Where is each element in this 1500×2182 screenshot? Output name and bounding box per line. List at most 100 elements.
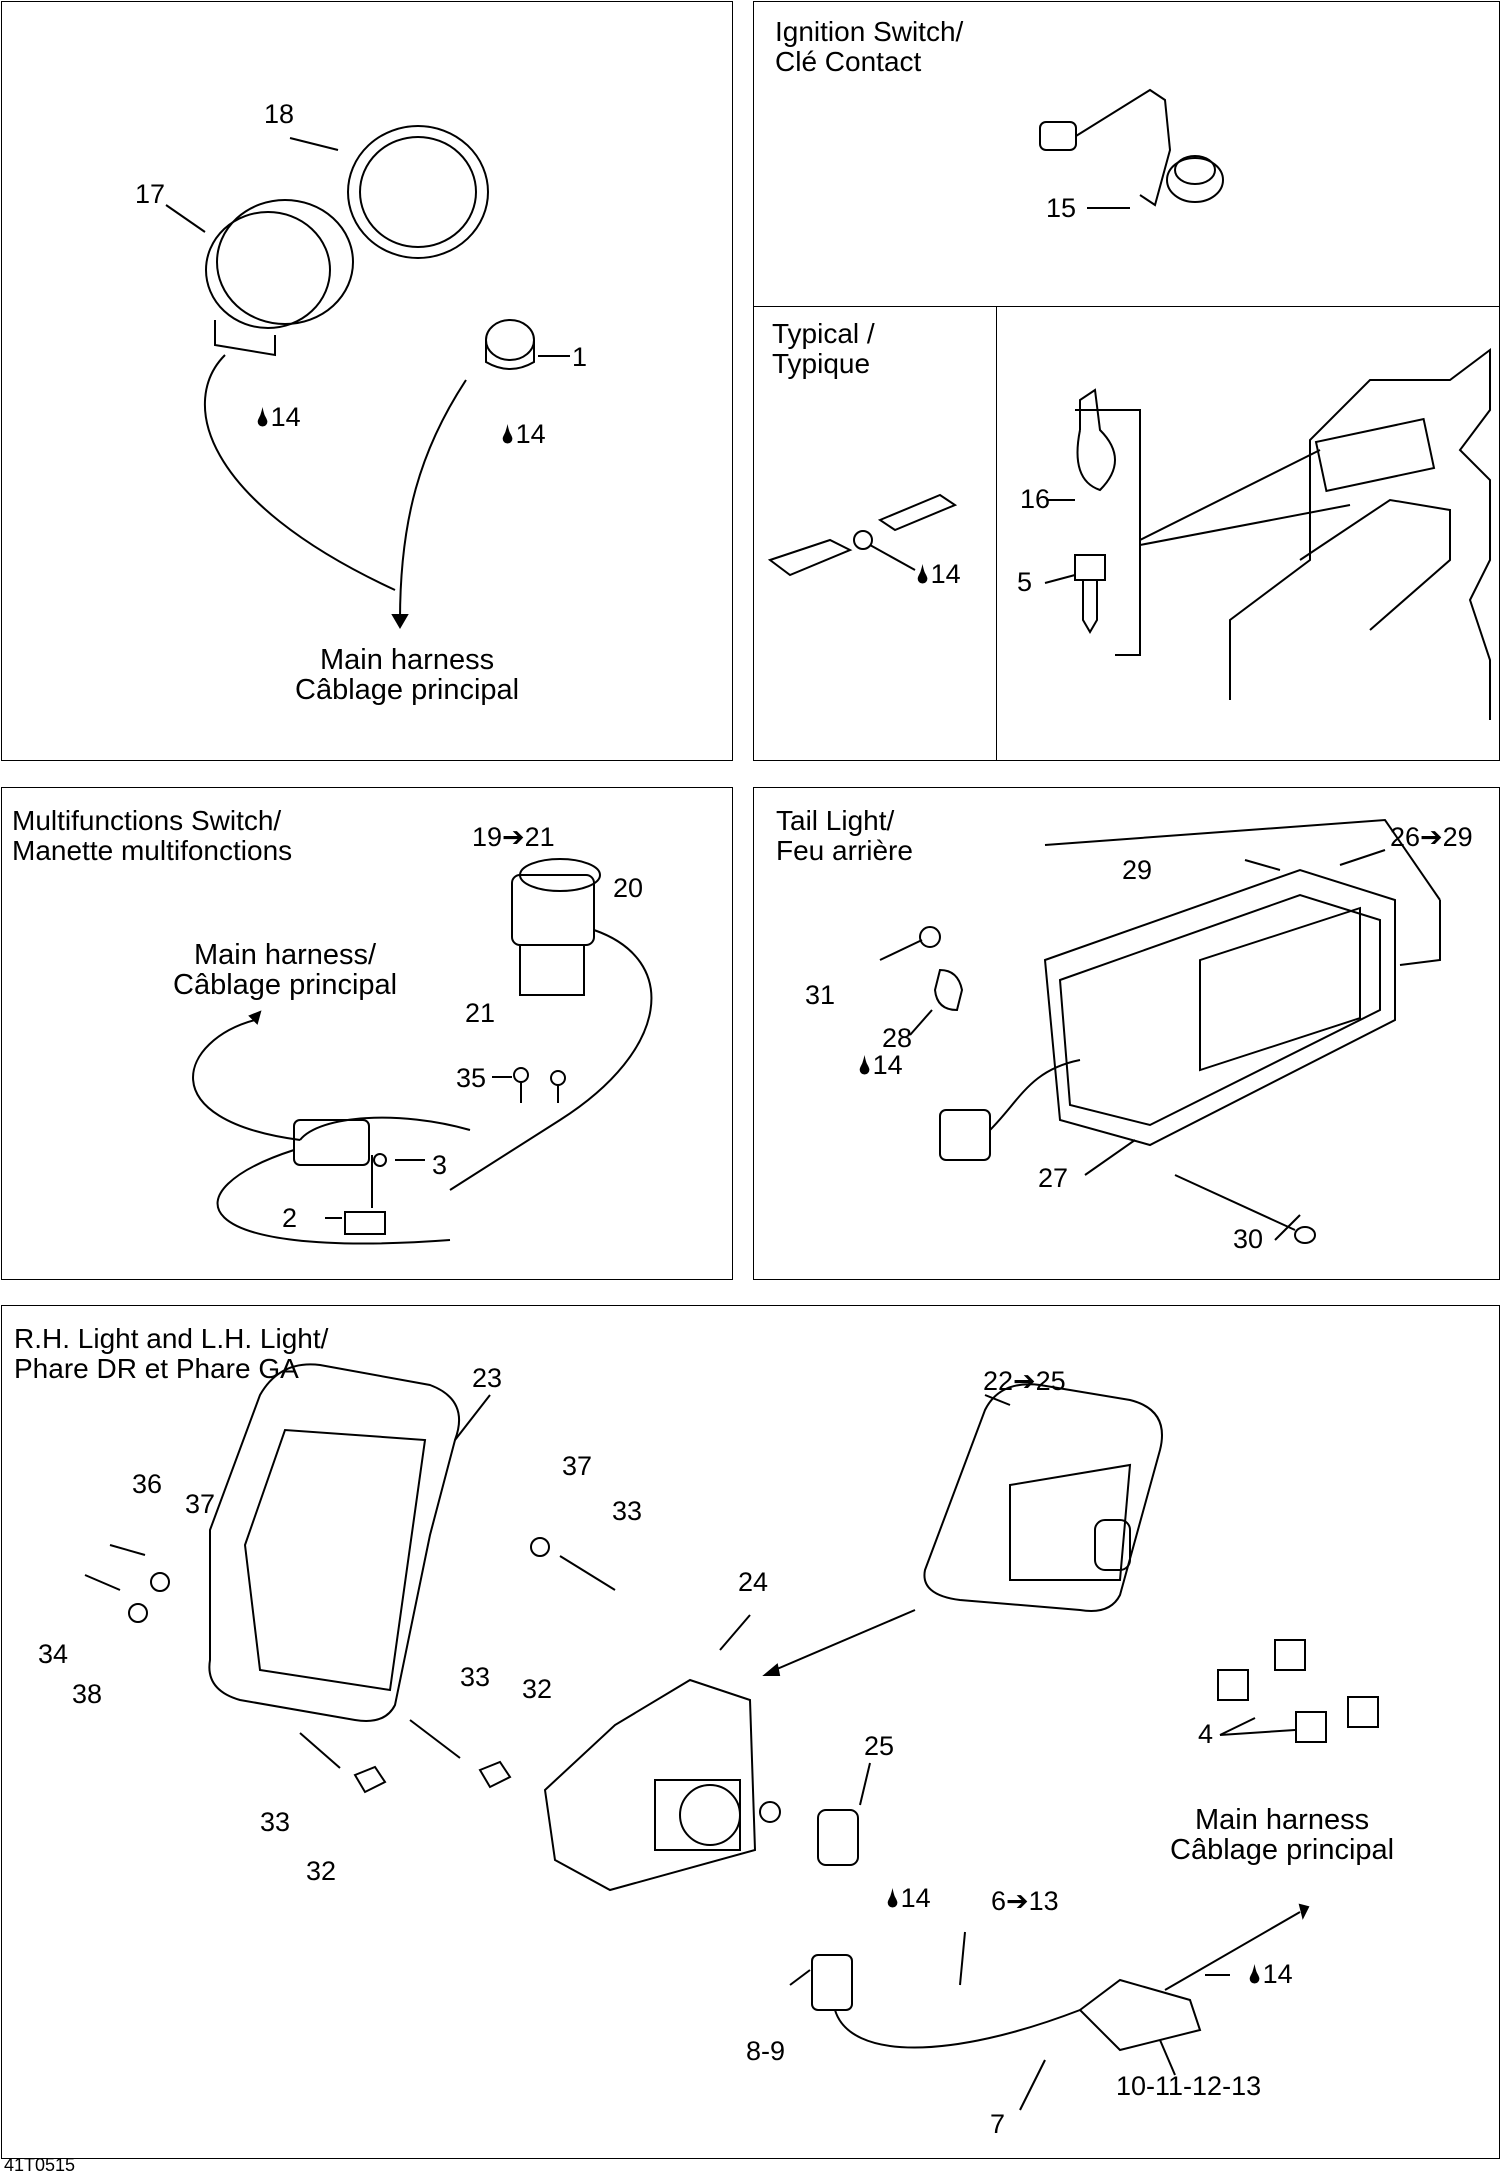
callout-14-indicator: 🌢14 <box>500 420 546 448</box>
oil-drop-icon: 🌢 <box>1247 1959 1263 1989</box>
panel-main-harness-top <box>1 1 733 761</box>
push-pin-drawing <box>1074 554 1106 634</box>
callout-32-bottom: 32 <box>306 1856 337 1886</box>
multifunction-title-line2: Manette multifonctions <box>12 835 293 866</box>
callout-14-tail-text: 14 <box>872 1050 903 1080</box>
callout-27: 27 <box>1038 1163 1069 1193</box>
callout-22-25: 22➔25 <box>983 1366 1066 1396</box>
gauge-housing-drawing <box>205 199 354 357</box>
tail-title-line2: Feu arrière <box>776 835 913 866</box>
oil-drop-icon: 🌢 <box>500 419 516 449</box>
callout-8-9: 8-9 <box>746 2036 786 2066</box>
tie-strap-drawing <box>1076 388 1116 492</box>
ignition-title-line1: Ignition Switch/ <box>775 16 964 47</box>
tail-title-line1: Tail Light/ <box>776 805 895 836</box>
callout-14-indicator-text: 14 <box>515 419 546 449</box>
multifunction-switch-drawing <box>299 858 653 1191</box>
multifunction-title-line1: Multifunctions Switch/ <box>12 805 282 836</box>
callout-18: 18 <box>264 99 295 129</box>
callout-33-mid: 33 <box>460 1662 491 1692</box>
typical-title-line1: Typical / <box>772 318 875 349</box>
callout-6-13: 6➔13 <box>991 1886 1059 1916</box>
harness-connector-drawing <box>293 1119 370 1166</box>
oil-drop-icon: 🌢 <box>885 1883 901 1913</box>
drawing-code: 41T0515 <box>4 2155 76 2175</box>
hl-harness-line1: Main harness <box>1195 1804 1370 1836</box>
hl-harness-line2: Câblage principal <box>1170 1834 1395 1866</box>
panel-typical-left <box>753 306 997 761</box>
mf-harness-line2: Câblage principal <box>173 969 398 1001</box>
ignition-title: Ignition Switch/ Clé Contact <box>775 17 963 77</box>
callout-14-harness: 🌢14 <box>1247 1960 1293 1988</box>
callout-7: 7 <box>990 2109 1006 2139</box>
callout-1: 1 <box>572 342 588 372</box>
callout-38: 38 <box>72 1679 103 1709</box>
callout-4: 4 <box>1198 1719 1214 1749</box>
callout-2: 2 <box>282 1203 298 1233</box>
fasteners-drawing <box>84 1537 616 1794</box>
callout-33-top: 33 <box>612 1496 643 1526</box>
callout-14-bulb-text: 14 <box>900 1883 931 1913</box>
mf-harness-line1: Main harness/ <box>193 939 377 971</box>
headlight-title: R.H. Light and L.H. Light/ Phare DR et P… <box>14 1324 328 1384</box>
callout-24: 24 <box>738 1567 769 1597</box>
callout-35: 35 <box>456 1063 487 1093</box>
callout-14-typical: 🌢14 <box>915 560 961 588</box>
nut-drawing <box>919 926 941 948</box>
callout-26-29: 26➔29 <box>1390 822 1473 852</box>
callout-14-gauge: 🌢14 <box>255 403 301 431</box>
clips-drawing <box>1217 1639 1379 1743</box>
callout-33-bottom: 33 <box>260 1807 291 1837</box>
callout-5: 5 <box>1017 567 1033 597</box>
bulb-drawing <box>933 968 964 1012</box>
callout-21: 21 <box>465 998 496 1028</box>
panel-typical-right <box>996 306 1500 761</box>
frame-assembly-drawing <box>1229 348 1491 720</box>
callout-15: 15 <box>1046 193 1077 223</box>
callout-10-13: 10-11-12-13 <box>1116 2071 1262 2101</box>
main-harness-label-multifunction: Main harness/ Câblage principal <box>173 940 397 1000</box>
oil-drop-icon: 🌢 <box>255 402 271 432</box>
callout-20: 20 <box>613 873 644 903</box>
callout-3: 3 <box>432 1150 448 1180</box>
main-harness-label-top: Main harness Câblage principal <box>295 645 519 705</box>
callout-23: 23 <box>472 1363 503 1393</box>
oil-drop-icon: 🌢 <box>857 1050 873 1080</box>
tail-light-lens-drawing <box>1043 868 1396 1147</box>
callout-34: 34 <box>38 1639 69 1669</box>
tail-light-title: Tail Light/ Feu arrière <box>776 806 913 866</box>
callout-37-right: 37 <box>562 1451 593 1481</box>
callout-16: 16 <box>1020 484 1051 514</box>
indicator-light-drawing <box>485 319 535 370</box>
headlight-title-line1: R.H. Light and L.H. Light/ <box>14 1323 329 1354</box>
ignition-switch-drawing <box>1039 88 1224 207</box>
callout-37-left: 37 <box>185 1489 216 1519</box>
callout-14-typical-text: 14 <box>930 559 961 589</box>
headlight-lens-center-drawing <box>543 1678 757 1892</box>
tail-connector-drawing <box>939 1109 991 1161</box>
headlight-frame-left-drawing <box>208 1363 460 1722</box>
headlight-frame-right-drawing <box>923 1383 1163 1612</box>
main-harness-line1: Main harness <box>320 644 495 676</box>
multifunction-title: Multifunctions Switch/ Manette multifonc… <box>12 806 292 866</box>
headlight-title-line2: Phare DR et Phare GA <box>14 1353 299 1384</box>
callout-29: 29 <box>1122 855 1153 885</box>
ignition-title-line2: Clé Contact <box>775 46 922 77</box>
callout-14-harness-text: 14 <box>1262 1959 1293 1989</box>
panel-multifunction-switch <box>1 787 733 1280</box>
callout-36: 36 <box>132 1469 163 1499</box>
callout-30: 30 <box>1233 1224 1264 1254</box>
typical-title: Typical / Typique <box>772 319 875 379</box>
oil-drop-icon: 🌢 <box>915 559 931 589</box>
terminal-connector-drawing <box>767 493 958 577</box>
callout-14-tail: 🌢14 <box>857 1051 903 1079</box>
headlight-bulb-drawing <box>759 1801 859 1866</box>
callout-25: 25 <box>864 1731 895 1761</box>
clamp-drawing <box>344 1211 386 1235</box>
headlight-harness-drawing <box>811 1954 1202 2052</box>
callout-17: 17 <box>135 179 166 209</box>
main-harness-label-headlight: Main harness Câblage principal <box>1170 1805 1394 1865</box>
callout-19-21: 19➔21 <box>472 822 555 852</box>
gauge-bezel-drawing <box>347 125 489 259</box>
